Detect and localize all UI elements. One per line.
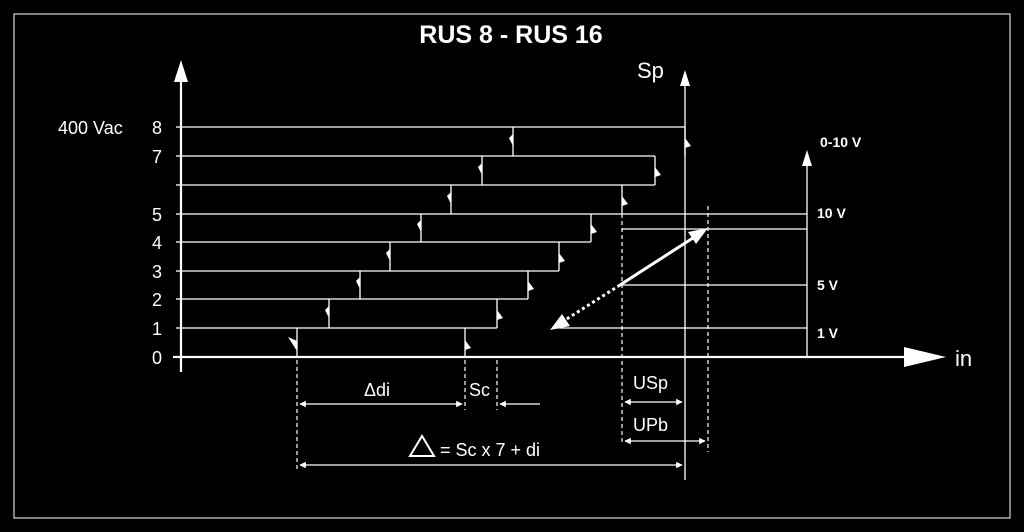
input-axis-arrow [904, 347, 946, 367]
range-arrow-solid [619, 234, 697, 287]
range-arrow-head-upper [688, 228, 708, 244]
delta-triangle-icon [408, 434, 436, 457]
axis-ticks [176, 126, 181, 329]
step-number: 0 [152, 348, 162, 368]
diagram-frame [13, 13, 1011, 519]
transition-markers [288, 134, 691, 351]
signal-axis-arrow [802, 150, 812, 166]
range-arrow-dotted [561, 283, 621, 324]
diagram-title: RUS 8 - RUS 16 [419, 21, 602, 49]
step-number: 8 [152, 118, 162, 138]
step-number: 3 [152, 262, 162, 282]
voltage-level-1v: 1 V [817, 325, 839, 341]
step-number: 1 [152, 319, 162, 339]
signal-axis-label: 0-10 V [820, 134, 862, 150]
step-lines [181, 126, 686, 357]
setpoint-axis-arrow [680, 70, 690, 86]
voltage-level-10v: 10 V [817, 205, 846, 221]
range-arrow-head-lower [550, 314, 570, 330]
step-number: 5 [152, 205, 162, 225]
step-number: 2 [152, 290, 162, 310]
upb-label: UPb [633, 415, 668, 435]
sc-label: Sc [469, 380, 490, 400]
step-label-voltage: 400 Vac [58, 118, 123, 138]
voltage-level-lines [552, 213, 807, 329]
voltage-level-5v: 5 V [817, 277, 839, 293]
output-step-axis-arrow [174, 60, 188, 82]
step-number: 7 [152, 147, 162, 167]
delta-di-label: Δdi [364, 380, 390, 400]
step-number: 4 [152, 233, 162, 253]
usp-label: USp [633, 373, 668, 393]
step-labels: 400 Vac 8 7 5 4 3 2 1 0 [58, 118, 162, 368]
total-delta-formula: = Sc x 7 + di [440, 440, 540, 460]
reference-dashes [296, 206, 709, 470]
setpoint-axis-label: Sp [637, 58, 664, 83]
input-axis-label: in [955, 346, 972, 371]
